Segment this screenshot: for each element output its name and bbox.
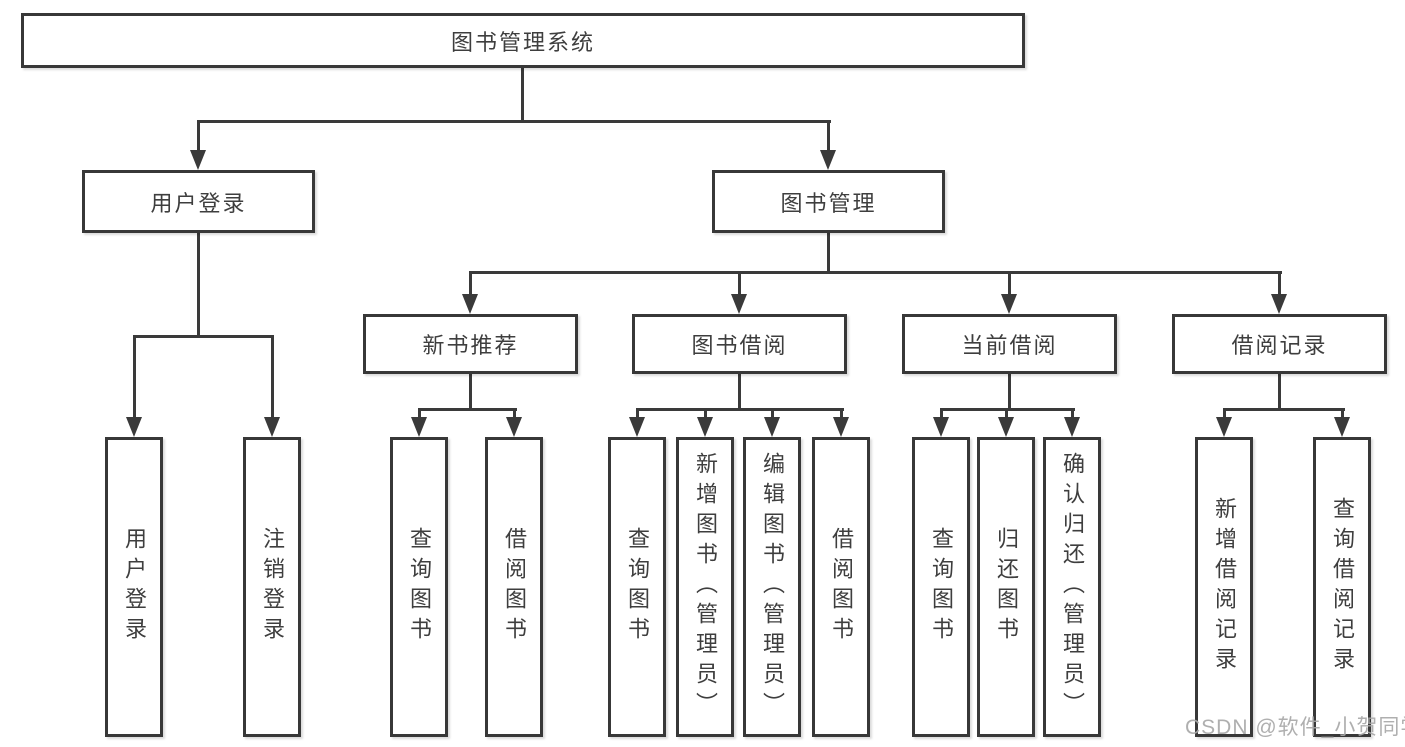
node-current-borrowing: 当前借阅	[902, 314, 1117, 374]
connector-line	[940, 408, 943, 419]
arrowhead-down-icon	[1064, 417, 1080, 437]
arrowhead-down-icon	[731, 294, 747, 314]
arrowhead-down-icon	[1271, 294, 1287, 314]
arrowhead-down-icon	[820, 150, 836, 170]
node-library-management-system: 图书管理系统	[21, 13, 1025, 68]
arrowhead-down-icon	[629, 417, 645, 437]
connector-line	[271, 335, 274, 419]
arrowhead-down-icon	[190, 150, 206, 170]
arrowhead-down-icon	[933, 417, 949, 437]
connector-line	[521, 68, 524, 123]
node-book-borrowing: 图书借阅	[632, 314, 847, 374]
leaf-confirm-return-admin-label: 确认归还（管理员）	[1060, 452, 1085, 722]
arrowhead-down-icon	[264, 417, 280, 437]
arrowhead-down-icon	[462, 294, 478, 314]
leaf-query-books-current: 查询图书	[912, 437, 970, 737]
connector-line	[469, 271, 472, 296]
arrowhead-down-icon	[833, 417, 849, 437]
connector-line	[197, 120, 831, 123]
connector-line	[1005, 408, 1008, 419]
leaf-query-borrow-record: 查询借阅记录	[1313, 437, 1371, 737]
connector-line	[469, 271, 1282, 274]
leaf-borrow-books: 借阅图书	[812, 437, 870, 737]
csdn-watermark: CSDN @软件_小贺同学	[1185, 716, 1405, 739]
connector-line	[1278, 271, 1281, 296]
leaf-user-login-label: 用户登录	[122, 527, 147, 647]
connector-line	[1341, 408, 1344, 419]
leaf-logout: 注销登录	[243, 437, 301, 737]
arrowhead-down-icon	[126, 417, 142, 437]
connector-line	[738, 271, 741, 296]
leaf-edit-books-admin: 编辑图书（管理员）	[743, 437, 801, 737]
connector-line	[133, 335, 136, 419]
leaf-query-books-recommend: 查询图书	[390, 437, 448, 737]
connector-line	[1008, 374, 1011, 411]
node-book-management: 图书管理	[712, 170, 945, 233]
connector-line	[418, 408, 517, 411]
arrowhead-down-icon	[1334, 417, 1350, 437]
arrowhead-down-icon	[1216, 417, 1232, 437]
connector-line	[1223, 408, 1226, 419]
leaf-query-books-borrow-label: 查询图书	[625, 527, 650, 647]
arrowhead-down-icon	[998, 417, 1014, 437]
arrowhead-down-icon	[506, 417, 522, 437]
leaf-add-borrow-record-label: 新增借阅记录	[1212, 497, 1237, 677]
connector-line	[197, 233, 200, 338]
connector-line	[1223, 408, 1345, 411]
leaf-borrow-books-recommend-label: 借阅图书	[502, 527, 527, 647]
connector-line	[418, 408, 421, 419]
arrowhead-down-icon	[697, 417, 713, 437]
connector-line	[738, 374, 741, 411]
leaf-query-books-recommend-label: 查询图书	[407, 527, 432, 647]
leaf-return-books: 归还图书	[977, 437, 1035, 737]
connector-line	[827, 233, 830, 274]
leaf-logout-label: 注销登录	[260, 527, 285, 647]
connector-line	[636, 408, 844, 411]
leaf-return-books-label: 归还图书	[994, 527, 1019, 647]
leaf-add-borrow-record: 新增借阅记录	[1195, 437, 1253, 737]
leaf-borrow-books-label: 借阅图书	[829, 527, 854, 647]
leaf-confirm-return-admin: 确认归还（管理员）	[1043, 437, 1101, 737]
connector-line	[704, 408, 707, 419]
connector-line	[1008, 271, 1011, 296]
leaf-edit-books-admin-label: 编辑图书（管理员）	[760, 452, 785, 722]
connector-line	[1278, 374, 1281, 411]
arrowhead-down-icon	[764, 417, 780, 437]
leaf-user-login: 用户登录	[105, 437, 163, 737]
arrowhead-down-icon	[411, 417, 427, 437]
node-new-book-recommendation: 新书推荐	[363, 314, 578, 374]
leaf-add-books-admin: 新增图书（管理员）	[676, 437, 734, 737]
connector-line	[197, 120, 200, 152]
node-user-login: 用户登录	[82, 170, 315, 233]
node-borrowing-records: 借阅记录	[1172, 314, 1387, 374]
connector-line	[636, 408, 639, 419]
connector-line	[469, 374, 472, 411]
connector-line	[513, 408, 516, 419]
leaf-add-books-admin-label: 新增图书（管理员）	[693, 452, 718, 722]
leaf-borrow-books-recommend: 借阅图书	[485, 437, 543, 737]
connector-line	[827, 120, 830, 152]
leaf-query-books-current-label: 查询图书	[929, 527, 954, 647]
connector-line	[840, 408, 843, 419]
connector-line	[133, 335, 274, 338]
connector-line	[771, 408, 774, 419]
leaf-query-borrow-record-label: 查询借阅记录	[1330, 497, 1355, 677]
connector-line	[1071, 408, 1074, 419]
arrowhead-down-icon	[1001, 294, 1017, 314]
leaf-query-books-borrow: 查询图书	[608, 437, 666, 737]
